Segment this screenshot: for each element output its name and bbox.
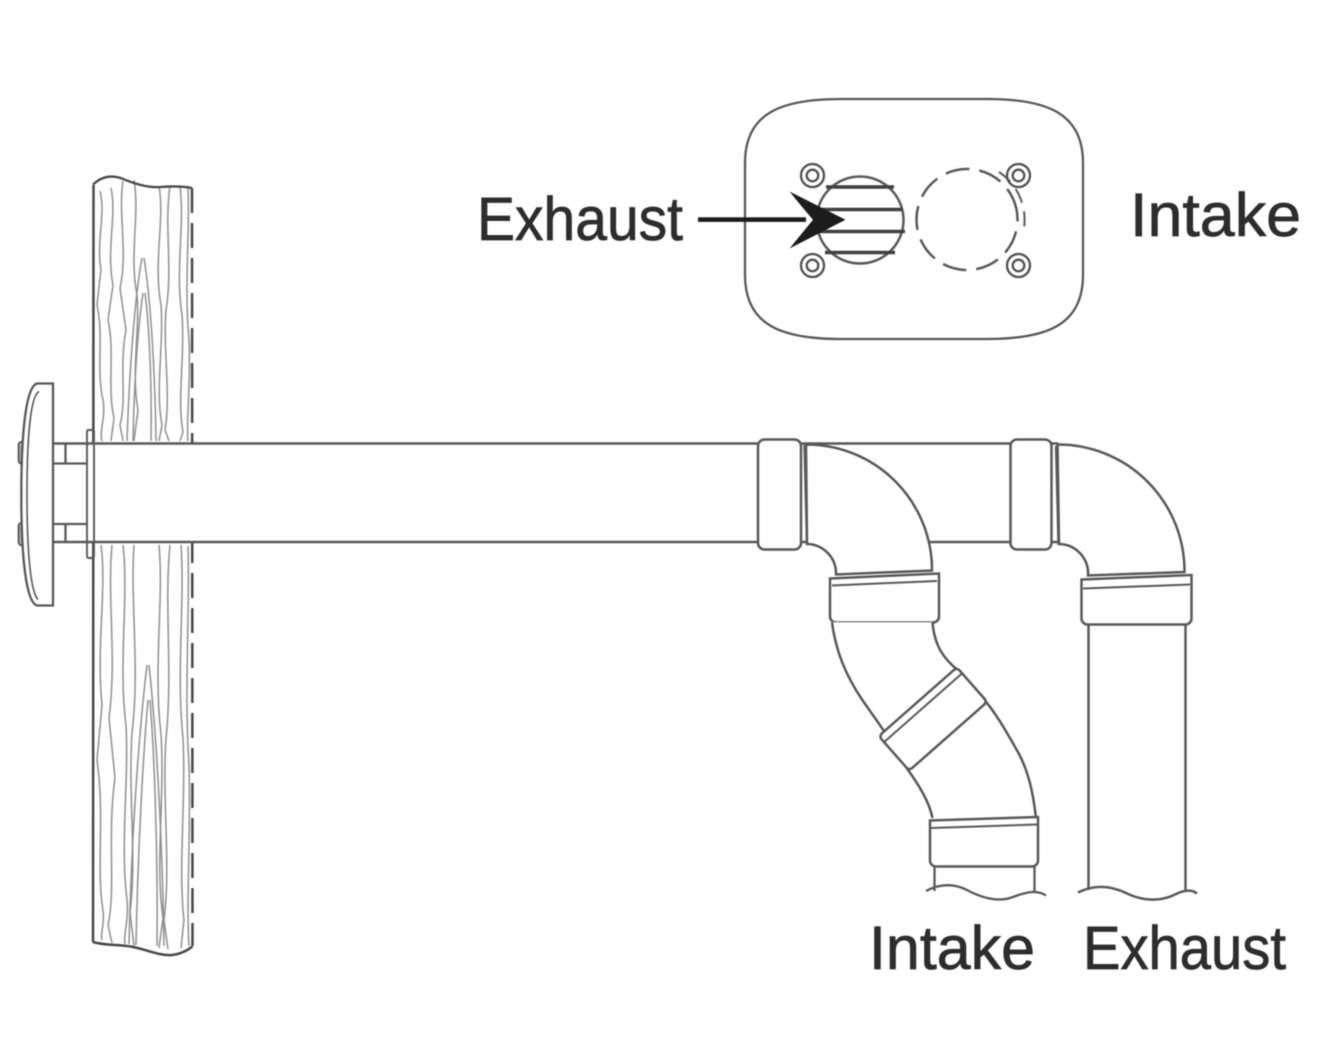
svg-text:Exhaust: Exhaust xyxy=(477,185,683,253)
svg-text:Exhaust: Exhaust xyxy=(1083,914,1286,982)
svg-text:Intake: Intake xyxy=(869,914,1035,982)
svg-text:Intake: Intake xyxy=(1130,181,1301,249)
